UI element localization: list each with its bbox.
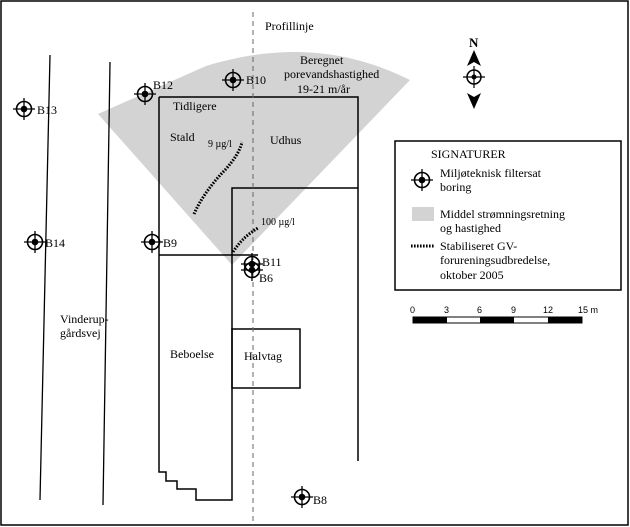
north-label: N: [469, 35, 479, 50]
label-tidligere: Tidligere: [173, 99, 217, 113]
boring-label-b9: B9: [163, 236, 177, 250]
boring-b9: B9: [140, 230, 177, 254]
scale-tick-15: 15 m: [578, 305, 598, 315]
label-beboelse: Beboelse: [170, 347, 214, 361]
boring-b14: B14: [23, 230, 65, 254]
scale-tick-9: 9: [511, 305, 516, 315]
road-label: Vinderup- gårdsvej: [60, 312, 112, 340]
building-outline: [158, 96, 359, 501]
road-edge-left: [39, 54, 51, 501]
scale-tick-3: 3: [444, 305, 449, 315]
boring-label-b13: B13: [37, 103, 57, 117]
boring-label-b14: B14: [45, 236, 65, 250]
boring-label-b12: B12: [153, 78, 173, 92]
legend-title: SIGNATURER: [431, 147, 506, 161]
scale-bar: 0 3 6 9 12 15 m: [410, 305, 598, 324]
scale-tick-6: 6: [477, 305, 482, 315]
north-arrow: N: [463, 35, 485, 109]
boring-label-b8: B8: [313, 493, 327, 507]
scale-tick-12: 12: [543, 305, 553, 315]
boring-b11: B11: [240, 252, 282, 276]
boring-label-b6: B6: [259, 271, 273, 285]
scale-tick-0: 0: [410, 305, 415, 315]
boring-b8: B8: [290, 485, 327, 509]
boring-b13: B13: [12, 97, 57, 121]
contour-100: [231, 226, 259, 253]
legend-flow-text: Middel strømningsretning og hastighed: [440, 207, 568, 235]
label-udhus: Udhus: [270, 133, 302, 147]
flow-label: Beregnet porevandshastighed 19-21 m/år: [284, 53, 382, 96]
boring-b10: B10: [221, 68, 266, 92]
legend-plume-text: Stabiliseret GV- forureningsudbredelse, …: [440, 239, 553, 282]
label-contour-9: 9 µg/l: [208, 139, 232, 150]
label-stald: Stald: [170, 130, 195, 144]
profile-label: Profillinje: [265, 19, 314, 33]
legend-flow-swatch: [412, 207, 434, 221]
label-contour-100: 100 µg/l: [261, 217, 295, 228]
legend-boring-text: Miljøteknisk filtersat boring: [440, 166, 544, 194]
boring-b6: B6: [240, 258, 273, 285]
boring-label-b11: B11: [262, 255, 282, 269]
boring-b12: B12: [133, 78, 173, 106]
halvtag-building: [231, 328, 301, 389]
road-edge-right: [102, 61, 111, 506]
flow-zone: [98, 51, 410, 265]
boring-label-b10: B10: [246, 73, 266, 87]
contour-9: [192, 141, 244, 215]
label-halvtag: Halvtag: [244, 349, 282, 363]
legend: SIGNATURER Miljøteknisk filtersat boring…: [394, 140, 622, 291]
